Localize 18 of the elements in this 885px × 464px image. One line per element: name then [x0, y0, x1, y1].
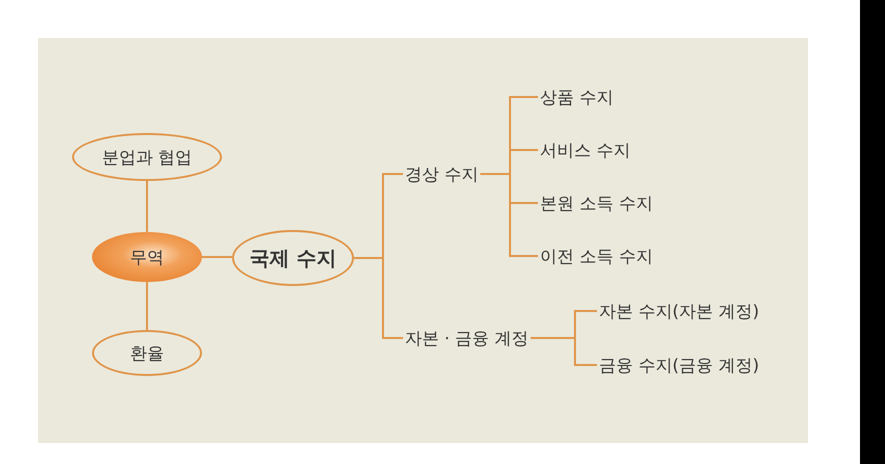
- connector-line: [202, 256, 232, 258]
- branch-label: 상품 수지: [538, 84, 616, 110]
- branch-label: 서비스 수지: [538, 137, 632, 163]
- topic-label: 국제 수지: [250, 244, 336, 272]
- topic-label: 분업과 협업: [102, 146, 192, 168]
- connector-line: [530, 337, 597, 366]
- branch-label: 이전 소득 수지: [538, 243, 655, 269]
- branch-label: 자본 · 금융 계정: [403, 325, 531, 351]
- connector-line: [354, 257, 403, 339]
- connector-line: [480, 173, 538, 257]
- branch-label: 금융 수지(금융 계정): [597, 352, 762, 378]
- branch-label: 자본 수지(자본 계정): [597, 298, 762, 324]
- topic-label: 무역: [130, 246, 164, 268]
- connector-line: [146, 282, 148, 330]
- branch-label: 본원 소득 수지: [538, 190, 655, 216]
- branch-label: 경상 수지: [403, 161, 480, 187]
- connector-line: [146, 181, 148, 232]
- topic-label: 환율: [130, 342, 164, 364]
